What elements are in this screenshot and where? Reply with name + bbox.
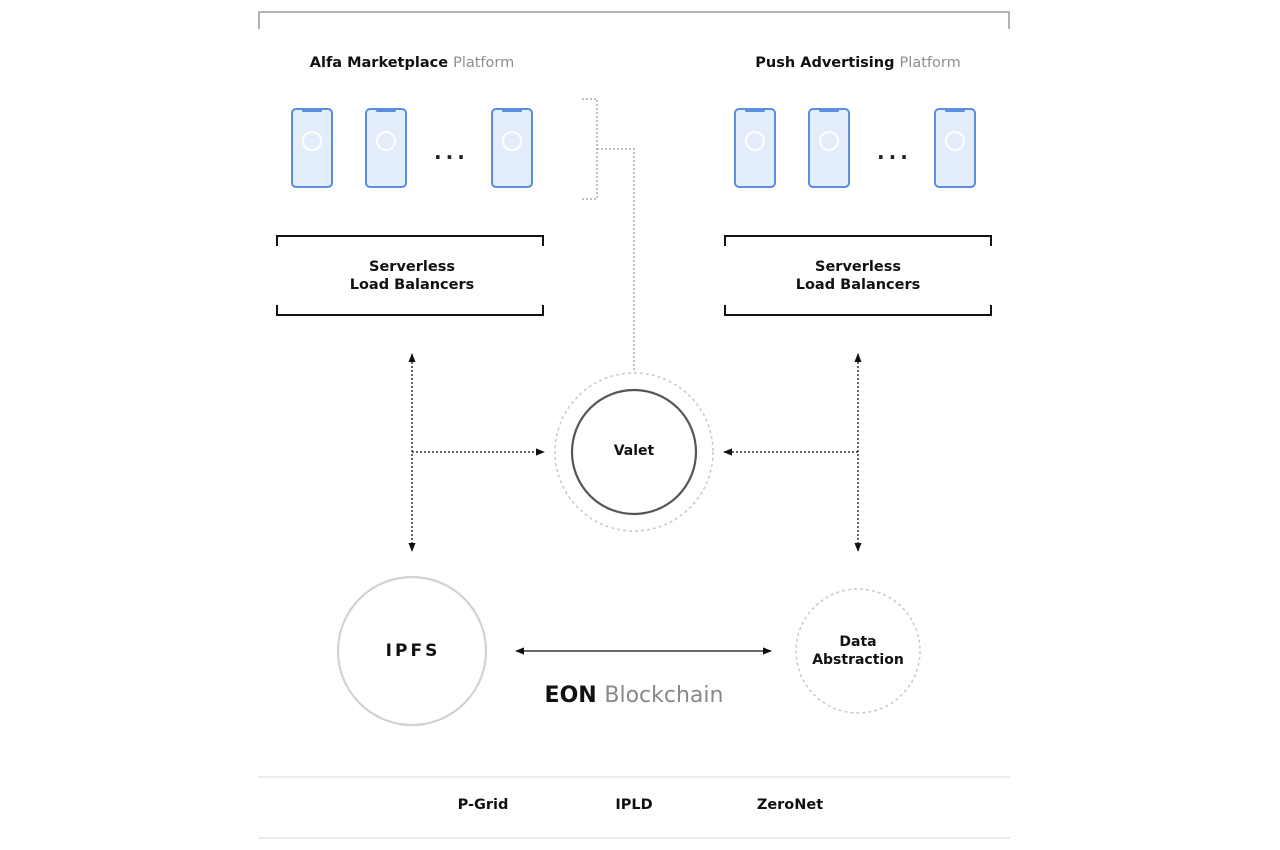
phone-notch — [302, 109, 322, 112]
data-abstraction-circle — [795, 588, 921, 714]
device-group-right — [734, 108, 976, 188]
platform-title-right: Push Advertising Platform — [755, 55, 960, 71]
phone-body — [491, 108, 533, 188]
phone-icon — [291, 108, 333, 188]
load-balancer-right-line1: Serverless — [815, 259, 901, 275]
phone-icon — [734, 108, 776, 188]
phone-body — [734, 108, 776, 188]
blockchain-suffix: Blockchain — [604, 683, 724, 708]
footer-item-ipld: IPLD — [615, 797, 653, 813]
phone-screen-ring — [502, 131, 522, 151]
phone-screen-ring — [819, 131, 839, 151]
phone-screen-ring — [945, 131, 965, 151]
platform-suffix-left: Platform — [453, 55, 515, 71]
device-ellipsis-left: ... — [434, 140, 469, 164]
phone-body — [934, 108, 976, 188]
load-balancer-bracket-right — [724, 235, 992, 316]
top-frame — [258, 11, 1010, 29]
phone-notch — [819, 109, 839, 112]
phone-icon — [491, 108, 533, 188]
device-ellipsis-right: ... — [877, 140, 912, 164]
phone-screen-ring — [376, 131, 396, 151]
valet-circle — [570, 388, 698, 516]
phone-notch — [945, 109, 965, 112]
phone-screen-ring — [302, 131, 322, 151]
data-abstraction-line1: Data — [839, 634, 877, 650]
phone-notch — [502, 109, 522, 112]
device-group-left — [291, 108, 533, 188]
phone-body — [291, 108, 333, 188]
platform-name-left: Alfa Marketplace — [309, 55, 449, 71]
device-connector-bracket — [582, 98, 635, 370]
ipfs-circle — [336, 575, 488, 727]
load-balancer-label-left: Serverless Load Balancers — [350, 258, 475, 294]
phone-icon — [365, 108, 407, 188]
phone-screen-ring — [745, 131, 765, 151]
blockchain-name: EON — [544, 683, 597, 708]
load-balancer-left-line1: Serverless — [369, 259, 455, 275]
phone-body — [365, 108, 407, 188]
valet-label: Valet — [613, 443, 655, 459]
load-balancer-label-right: Serverless Load Balancers — [796, 258, 921, 294]
load-balancer-left-line2: Load Balancers — [349, 277, 475, 293]
footer-item-zeronet: ZeroNet — [756, 797, 824, 813]
valet-outer-ring — [554, 372, 714, 532]
data-abstraction-label: Data Abstraction — [812, 633, 904, 669]
phone-body — [808, 108, 850, 188]
footer-item-pgrid: P-Grid — [457, 797, 509, 813]
ipfs-label: IPFS — [385, 641, 441, 661]
platform-title-left: Alfa Marketplace Platform — [310, 55, 515, 71]
platform-suffix-right: Platform — [899, 55, 961, 71]
load-balancer-right-line2: Load Balancers — [795, 277, 921, 293]
phone-notch — [376, 109, 396, 112]
phone-icon — [934, 108, 976, 188]
blockchain-label: EON Blockchain — [545, 683, 724, 708]
load-balancer-bracket-left — [276, 235, 544, 316]
phone-notch — [745, 109, 765, 112]
platform-name-right: Push Advertising — [755, 55, 895, 71]
data-abstraction-line2: Abstraction — [812, 652, 904, 668]
phone-icon — [808, 108, 850, 188]
